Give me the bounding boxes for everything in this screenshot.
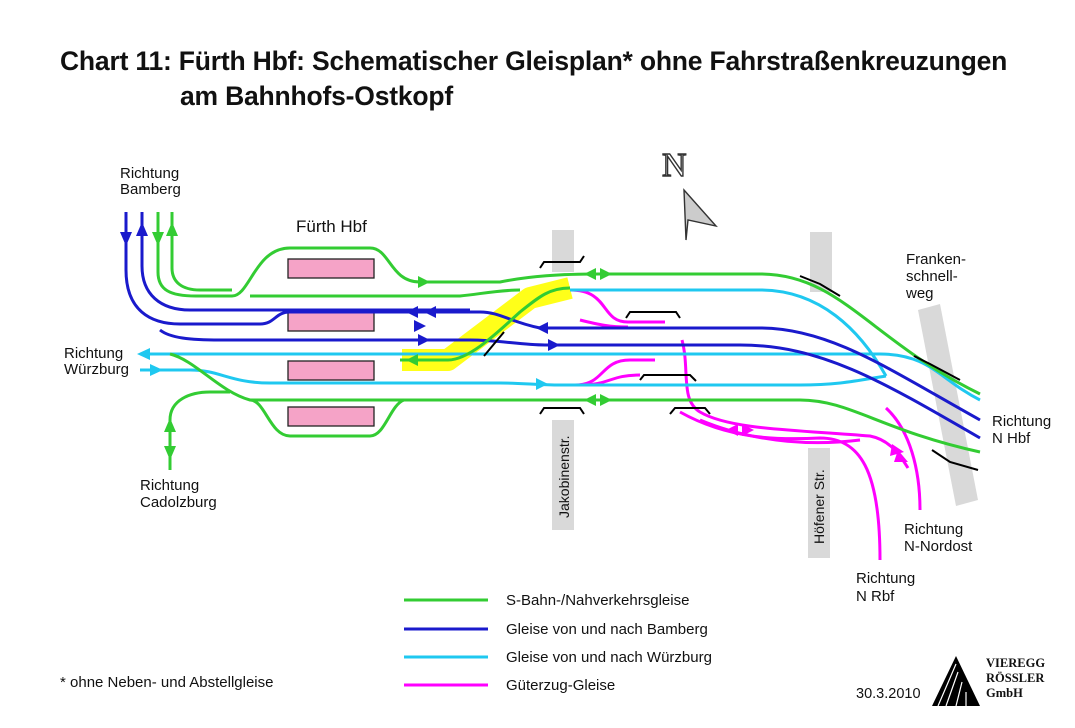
road-jakobinenstr-south: [552, 420, 574, 530]
road-frankenschnellweg-1: Franken-: [906, 251, 966, 268]
company-logo-icon: [932, 656, 980, 707]
dir-cadolzburg-1: Richtung: [140, 477, 199, 494]
road-hoefener-south: [808, 448, 830, 558]
dir-nnordost-1: Richtung: [904, 521, 963, 538]
arrow-mag-4: [894, 450, 908, 462]
dir-wuerzburg-1: Richtung: [64, 345, 123, 362]
arrow-bamberg-up: [136, 222, 148, 236]
arrow-wue-right: [150, 364, 163, 376]
page-title: Chart 11: Fürth Hbf: Schematischer Gleis…: [60, 44, 1065, 114]
dir-nnordost-2: N-Nordost: [904, 538, 973, 555]
road-bars: [552, 230, 978, 558]
arrow-mag-1: [726, 424, 738, 436]
legend-label-1: Gleise von und nach Bamberg: [506, 621, 708, 638]
track-arrows: [120, 222, 908, 462]
arrow-green-2: [418, 276, 430, 288]
arrow-green-5: [584, 394, 596, 406]
north-arrow: N: [661, 146, 718, 241]
dir-bamberg-2: Bamberg: [120, 181, 181, 198]
company-logo-text: VIEREGG RÖSSLER GmbH: [986, 656, 1066, 701]
arrow-wue-left: [137, 348, 150, 360]
arrow-green-3: [584, 268, 596, 280]
arrow-blue-1: [406, 306, 418, 318]
arrow-cyan-1: [536, 378, 548, 390]
title-line-1: Chart 11: Fürth Hbf: Schematischer Gleis…: [60, 46, 1008, 76]
road-hoefener-label: Höfener Str.: [811, 469, 827, 544]
dir-cadolzburg-2: Cadolzburg: [140, 494, 217, 511]
bamberg-tracks: [124, 212, 981, 440]
dir-wuerzburg-2: Würzburg: [64, 361, 129, 378]
arrow-cad-down: [164, 446, 176, 460]
arrow-cad-up: [164, 418, 176, 432]
arrow-blue-4: [548, 339, 560, 351]
arrow-bamberg-down: [120, 232, 132, 246]
platforms: [287, 258, 375, 427]
arrow-blue-2: [418, 334, 430, 346]
date-stamp: 30.3.2010: [856, 686, 921, 702]
legend-label-2: Gleise von und nach Würzburg: [506, 649, 712, 666]
logo-line-1: VIEREGG: [986, 656, 1046, 670]
road-frankenschnellweg: [918, 304, 978, 506]
arrow-sbahn-up: [166, 222, 178, 236]
arrow-blue-3: [536, 322, 548, 334]
road-hoefener-north: [810, 232, 832, 292]
freight-tracks: [569, 288, 922, 561]
legend-label-3: Güterzug-Gleise: [506, 677, 615, 694]
logo-line-3: GmbH: [986, 686, 1023, 700]
arrow-green-6: [600, 394, 612, 406]
labels: Fürth Hbf Richtung Bamberg Richtung Würz…: [64, 165, 1051, 605]
platform-3: [287, 360, 375, 381]
logo-line-2: RÖSSLER: [986, 671, 1045, 685]
north-arrow-icon: [683, 188, 718, 241]
arrow-mag-2: [742, 424, 754, 436]
legend-label-0: S-Bahn-/Nahverkehrsgleise: [506, 592, 689, 609]
bridge-marks: [483, 255, 979, 471]
arrow-sbahn-down: [152, 232, 164, 246]
arrow-blue-6: [414, 320, 426, 332]
title-line-2: am Bahnhofs-Ostkopf: [180, 81, 453, 111]
dir-nrbf-2: N Rbf: [856, 588, 895, 605]
road-jakobinenstr-label: Jakobinenstr.: [556, 436, 572, 519]
dir-nrbf-1: Richtung: [856, 570, 915, 587]
north-letter: N: [662, 147, 687, 184]
legend: S-Bahn-/Nahverkehrsgleise Gleise von und…: [404, 592, 712, 694]
station-name: Fürth Hbf: [296, 217, 367, 236]
dir-bamberg-1: Richtung: [120, 165, 179, 182]
platform-1: [287, 258, 375, 279]
platform-2: [287, 311, 375, 332]
road-frankenschnellweg-2: schnell-: [906, 268, 958, 285]
road-jakobinenstr-north: [552, 230, 574, 272]
dir-nhbf-1: Richtung: [992, 413, 1051, 430]
arrow-green-1: [406, 354, 418, 366]
arrow-blue-5: [424, 306, 436, 318]
dir-nhbf-2: N Hbf: [992, 430, 1031, 447]
platform-4: [287, 406, 375, 427]
footnote: * ohne Neben- und Abstellgleise: [60, 674, 274, 691]
arrow-green-4: [600, 268, 612, 280]
road-frankenschnellweg-3: weg: [905, 285, 934, 302]
